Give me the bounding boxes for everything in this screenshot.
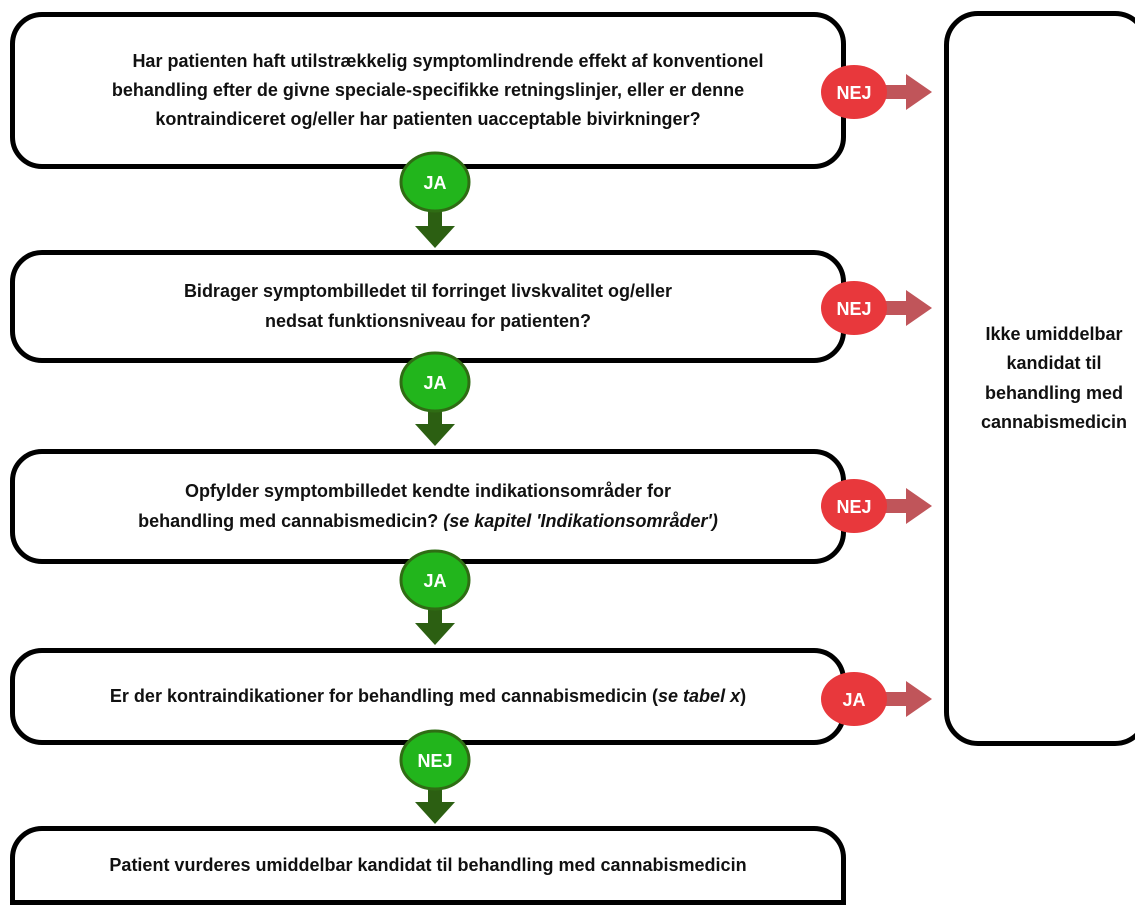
question-1-line-2: behandling efter de givne speciale-speci…: [111, 79, 745, 100]
side-badge-4-label: JA: [842, 690, 865, 710]
question-3-line-1: Opfylder symptombilledet kendte indikati…: [184, 481, 672, 502]
no-badge-2: NEJ: [821, 281, 887, 335]
yes-badge-3: JA: [399, 549, 471, 611]
question-4-close-paren: ): [740, 685, 747, 706]
side-box-line-1: Ikke umiddelbar: [985, 324, 1123, 345]
yes-badge-2-label: JA: [423, 373, 446, 393]
question-1-line-1: Har patienten haft utilstrækkelig sympto…: [132, 50, 764, 71]
final-box-text: Patient vurderes umiddelbar kandidat til…: [109, 854, 747, 875]
no-badge-1-label: NEJ: [836, 83, 871, 103]
side-arrow-4: [880, 681, 932, 717]
side-result-box: Ikke umiddelbar kandidat til behandling …: [944, 11, 1135, 746]
question-box-3: Opfylder symptombilledet kendte indikati…: [10, 449, 846, 564]
final-box: Patient vurderes umiddelbar kandidat til…: [10, 826, 846, 905]
side-box-line-3: behandling med: [984, 382, 1123, 403]
question-4-line: Er der kontraindikationer for behandling…: [110, 682, 746, 711]
yes-badge-1-label: JA: [423, 173, 446, 193]
side-box-line-4: cannabismedicin: [980, 411, 1128, 432]
question-4-text: Er der kontraindikationer for behandling…: [109, 685, 659, 706]
side-arrow-2: [880, 290, 932, 326]
side-arrow-1: [880, 74, 932, 110]
yes-badge-2: JA: [399, 351, 471, 413]
question-box-1: Har patienten haft utilstrækkelig sympto…: [10, 12, 846, 169]
chapter-reference: (se kapitel 'Indikationsområder'): [443, 510, 718, 531]
down-badge-4-label: NEJ: [417, 751, 452, 771]
side-arrow-3: [880, 488, 932, 524]
no-badge-4-down: NEJ: [399, 729, 471, 791]
no-badge-3: NEJ: [821, 479, 887, 533]
no-badge-2-label: NEJ: [836, 299, 871, 319]
question-3-line-2-text: behandling med cannabismedicin?: [138, 510, 444, 531]
side-box-line-2: kandidat til: [1006, 353, 1102, 374]
question-2-line-2: nedsat funktionsniveau for patienten?: [264, 310, 592, 331]
no-badge-3-label: NEJ: [836, 497, 871, 517]
yes-badge-1: JA: [399, 151, 471, 213]
yes-badge-4-side: JA: [821, 672, 887, 726]
question-1-line-3: kontraindiceret og/eller har patienten u…: [155, 109, 701, 130]
question-2-line-1: Bidrager symptombilledet til forringet l…: [183, 281, 673, 302]
question-3-line-2: behandling med cannabismedicin? (se kapi…: [138, 507, 718, 536]
yes-badge-3-label: JA: [423, 571, 446, 591]
no-badge-1: NEJ: [821, 65, 887, 119]
table-reference: se tabel x: [658, 685, 741, 706]
